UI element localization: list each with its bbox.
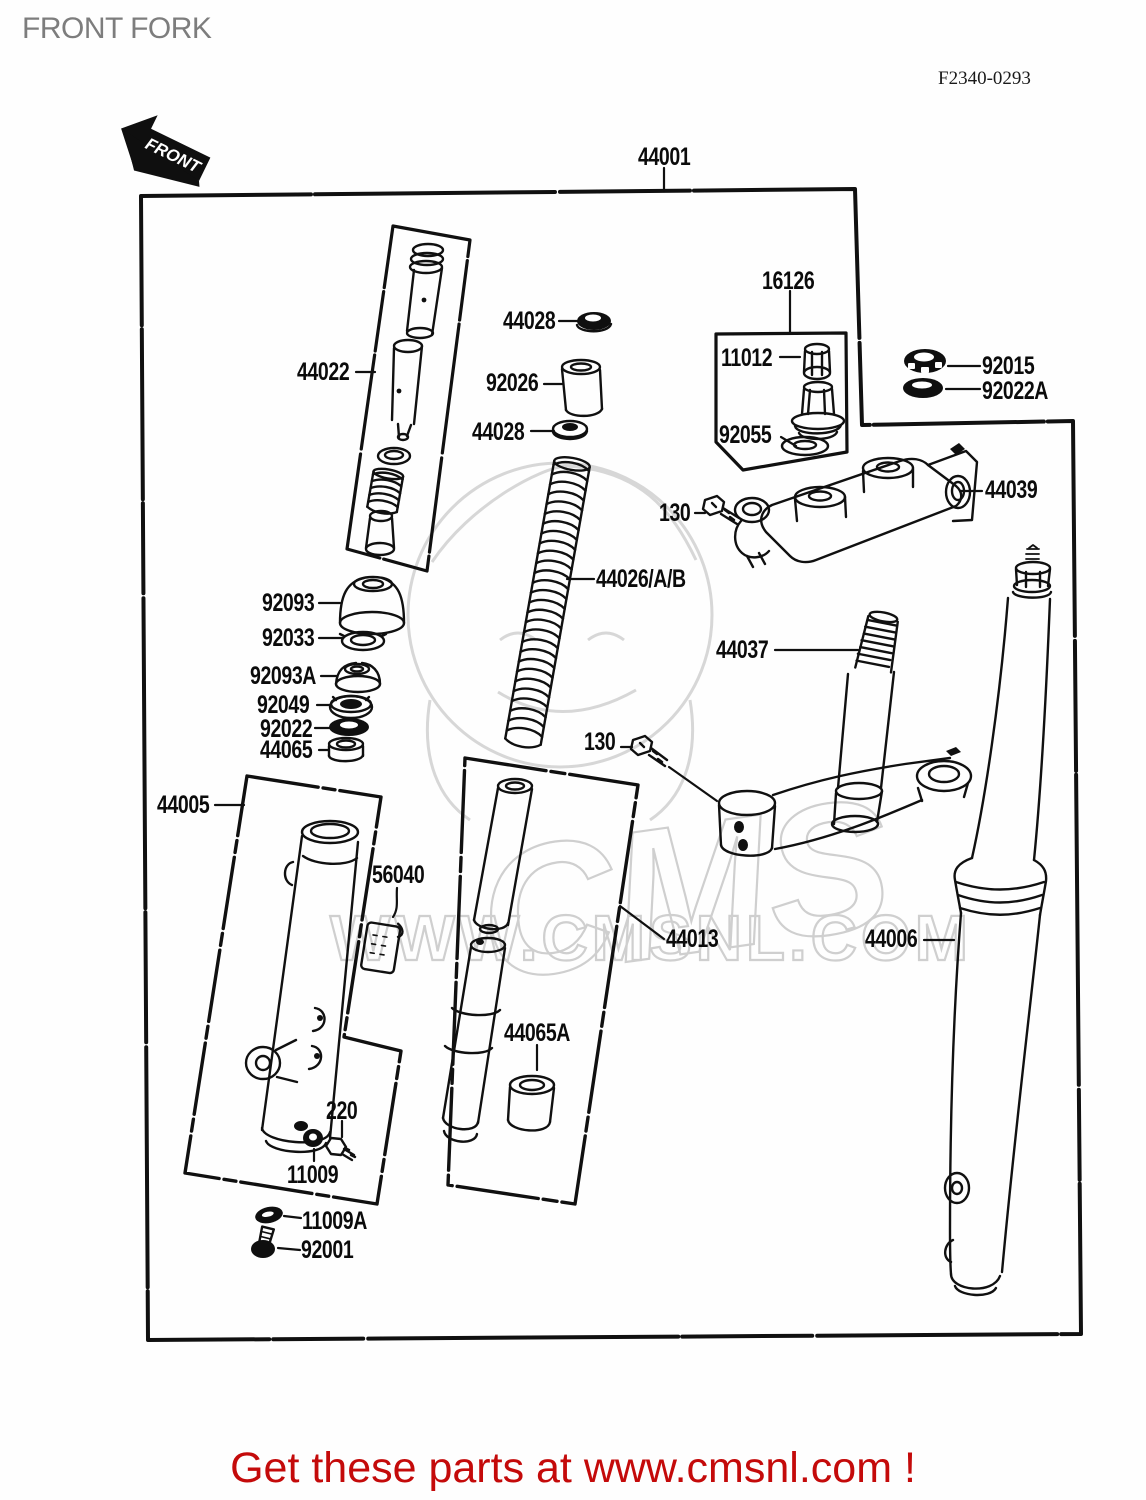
part-label-56040: 56040 bbox=[372, 861, 425, 889]
part-92033-drawing bbox=[338, 630, 388, 652]
part-label-44039: 44039 bbox=[985, 476, 1038, 504]
part-label-44001: 44001 bbox=[638, 143, 691, 171]
part-label-92001: 92001 bbox=[301, 1236, 354, 1264]
part-label-130-upper: 130 bbox=[659, 499, 691, 527]
part-11012-drawing bbox=[802, 342, 832, 381]
cylinder-unit-drawing bbox=[441, 936, 507, 1143]
part-44006-drawing bbox=[943, 544, 1053, 1297]
box-16126 bbox=[714, 331, 849, 472]
part-label-44013: 44013 bbox=[666, 925, 719, 953]
circlip-drawing bbox=[376, 446, 412, 466]
part-92022-drawing bbox=[329, 718, 369, 736]
part-label-92093: 92093 bbox=[262, 589, 315, 617]
footer-promo-text: Get these parts at www.cmsnl.com ! bbox=[230, 1444, 916, 1492]
part-label-44065: 44065 bbox=[260, 736, 313, 764]
part-44039-drawing bbox=[733, 443, 979, 569]
part-label-44005: 44005 bbox=[157, 791, 210, 819]
part-label-16126: 16126 bbox=[762, 267, 815, 295]
part-44028-lower-drawing bbox=[551, 419, 589, 441]
leader-lines bbox=[213, 166, 984, 1252]
part-label-44026: 44026/A/B bbox=[596, 565, 686, 593]
part-label-44028-upper: 44028 bbox=[503, 307, 556, 335]
box-44022 bbox=[345, 224, 472, 573]
figure-code: F2340-0293 bbox=[938, 68, 1031, 89]
box-44005 bbox=[183, 774, 403, 1206]
part-92093a-drawing bbox=[334, 661, 382, 694]
cone-piece-drawing bbox=[364, 509, 396, 557]
part-label-92055: 92055 bbox=[719, 421, 772, 449]
part-label-92033: 92033 bbox=[262, 624, 315, 652]
part-label-44065a: 44065A bbox=[504, 1019, 570, 1047]
part-label-11012: 11012 bbox=[721, 344, 773, 372]
part-44037-drawing bbox=[717, 610, 973, 857]
part-11009a-drawing bbox=[255, 1206, 283, 1224]
rebound-spring-drawing bbox=[366, 467, 405, 515]
outer-boundary-box bbox=[139, 187, 1083, 1342]
part-label-92022a: 92022A bbox=[982, 377, 1048, 405]
part-130-lower-bolt-drawing bbox=[629, 734, 669, 768]
inner-tube-drawing bbox=[472, 777, 534, 935]
page-title: FRONT FORK bbox=[22, 12, 212, 45]
part-label-92022: 92022 bbox=[260, 715, 313, 743]
part-92049-drawing bbox=[328, 694, 374, 720]
part-label-44028-lower: 44028 bbox=[472, 418, 525, 446]
part-label-44022: 44022 bbox=[297, 358, 350, 386]
part-label-220: 220 bbox=[326, 1097, 358, 1125]
part-44065-drawing bbox=[327, 736, 365, 763]
part-92001-bolt-drawing bbox=[251, 1225, 276, 1258]
part-92055-drawing bbox=[780, 435, 830, 457]
box-44013 bbox=[446, 756, 640, 1206]
watermark-site-text: WWW.CMSNL.COM bbox=[330, 902, 972, 974]
part-44026-spring-drawing bbox=[504, 456, 591, 749]
part-label-92049: 92049 bbox=[257, 691, 310, 719]
part-92022a-drawing bbox=[903, 378, 943, 398]
part-92026-drawing bbox=[560, 358, 604, 418]
part-56040-drawing bbox=[360, 921, 404, 975]
part-label-44037: 44037 bbox=[716, 636, 769, 664]
left-fork-outer-tube-drawing bbox=[244, 819, 360, 1154]
part-label-11009a: 11009A bbox=[302, 1207, 367, 1235]
part-label-11009: 11009 bbox=[287, 1161, 339, 1189]
part-label-44006: 44006 bbox=[865, 925, 918, 953]
part-130-upper-bolt-drawing bbox=[701, 494, 741, 526]
part-label-92093a: 92093A bbox=[250, 662, 316, 690]
part-220-bolt-drawing bbox=[324, 1136, 357, 1162]
part-label-130-lower: 130 bbox=[584, 728, 616, 756]
part-label-92026: 92026 bbox=[486, 369, 539, 397]
front-direction-arrow: FRONT bbox=[121, 115, 211, 187]
part-label-92015: 92015 bbox=[982, 352, 1035, 380]
part-44028-upper-drawing bbox=[575, 312, 613, 333]
part-44065a-drawing bbox=[506, 1074, 556, 1132]
part-11009-drawing bbox=[303, 1129, 323, 1147]
part-92015-drawing bbox=[904, 349, 946, 373]
